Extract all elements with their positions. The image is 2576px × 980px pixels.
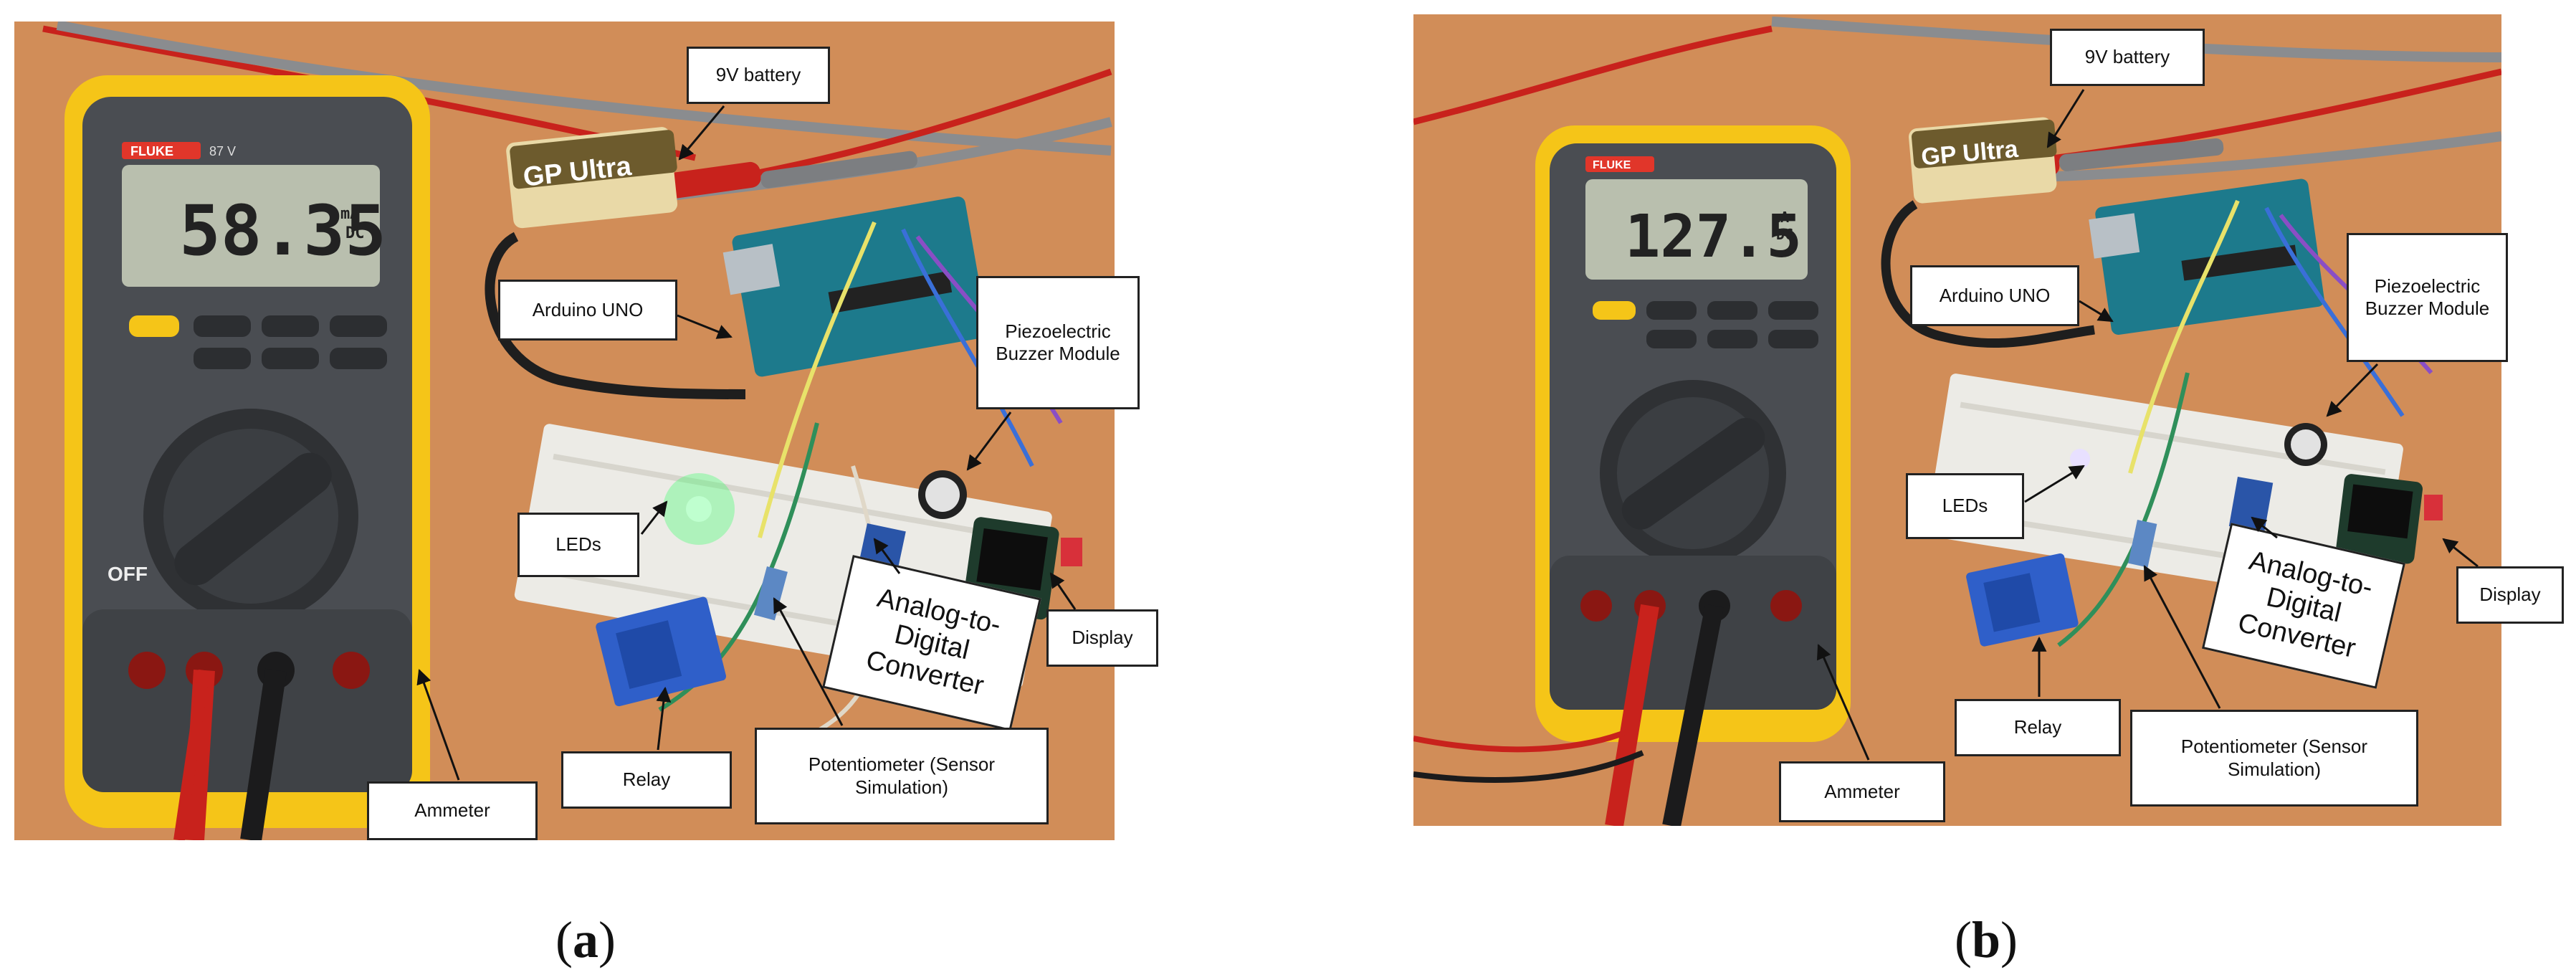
label-potentiometer: Potentiometer (Sensor Simulation): [755, 728, 1049, 824]
svg-text:mA: mA: [340, 205, 360, 223]
panel-a: 58.35 mA DC FLUKE 87 V OFF: [14, 22, 1158, 969]
label-arduino-uno: Arduino UNO: [498, 280, 677, 341]
label-leds: LEDs: [517, 513, 639, 577]
photo-drawing-a: 58.35 mA DC FLUKE 87 V OFF: [14, 22, 1115, 840]
label-ammeter: Ammeter: [367, 781, 538, 840]
label-9v-battery: 9V battery: [2050, 29, 2205, 86]
caption-a: (a): [555, 911, 616, 969]
meter-reading-a: 58.35: [179, 191, 386, 271]
meter-brand-b: FLUKE: [1593, 159, 1631, 171]
arduino-board: [2089, 179, 2324, 335]
battery-9v: GP Ultra: [506, 127, 678, 229]
label-9v-battery: 9V battery: [687, 47, 830, 104]
svg-text:mA: mA: [1772, 209, 1789, 226]
relay-module: [596, 596, 727, 707]
led-b: [2070, 449, 2090, 469]
svg-text:OFF: OFF: [108, 563, 148, 585]
label-piezo-buzzer: Piezoelectric Buzzer Module: [2347, 233, 2508, 362]
label-ammeter: Ammeter: [1779, 761, 1945, 822]
svg-text:DC: DC: [345, 224, 365, 242]
label-relay: Relay: [561, 751, 732, 809]
label-potentiometer: Potentiometer (Sensor Simulation): [2130, 710, 2418, 807]
multimeter: 58.35 mA DC FLUKE 87 V OFF: [65, 75, 430, 840]
multimeter: 127.5 mA DC FLUKE: [1413, 125, 1851, 826]
meter-reading-b: 127.5: [1625, 203, 1802, 271]
photo-panel-a: 58.35 mA DC FLUKE 87 V OFF: [14, 22, 1115, 840]
label-piezo-buzzer: Piezoelectric Buzzer Module: [976, 276, 1140, 409]
label-leds: LEDs: [1906, 473, 2024, 539]
relay-module: [1966, 553, 2079, 647]
svg-text:87 V: 87 V: [209, 144, 236, 158]
battery-9v: GP Ultra: [1909, 117, 2057, 204]
panel-b: 127.5 mA DC FLUKE: [1288, 0, 2576, 980]
photo-panel-b: 127.5 mA DC FLUKE: [1413, 14, 2501, 826]
photo-drawing-b: 127.5 mA DC FLUKE: [1413, 14, 2501, 826]
label-display: Display: [2456, 566, 2564, 624]
label-arduino-uno: Arduino UNO: [1910, 265, 2079, 326]
svg-text:DC: DC: [1776, 226, 1793, 243]
label-display: Display: [1046, 609, 1158, 667]
caption-b: (b): [1955, 911, 2018, 969]
meter-brand-a: FLUKE: [130, 144, 173, 158]
label-relay: Relay: [1955, 699, 2121, 756]
